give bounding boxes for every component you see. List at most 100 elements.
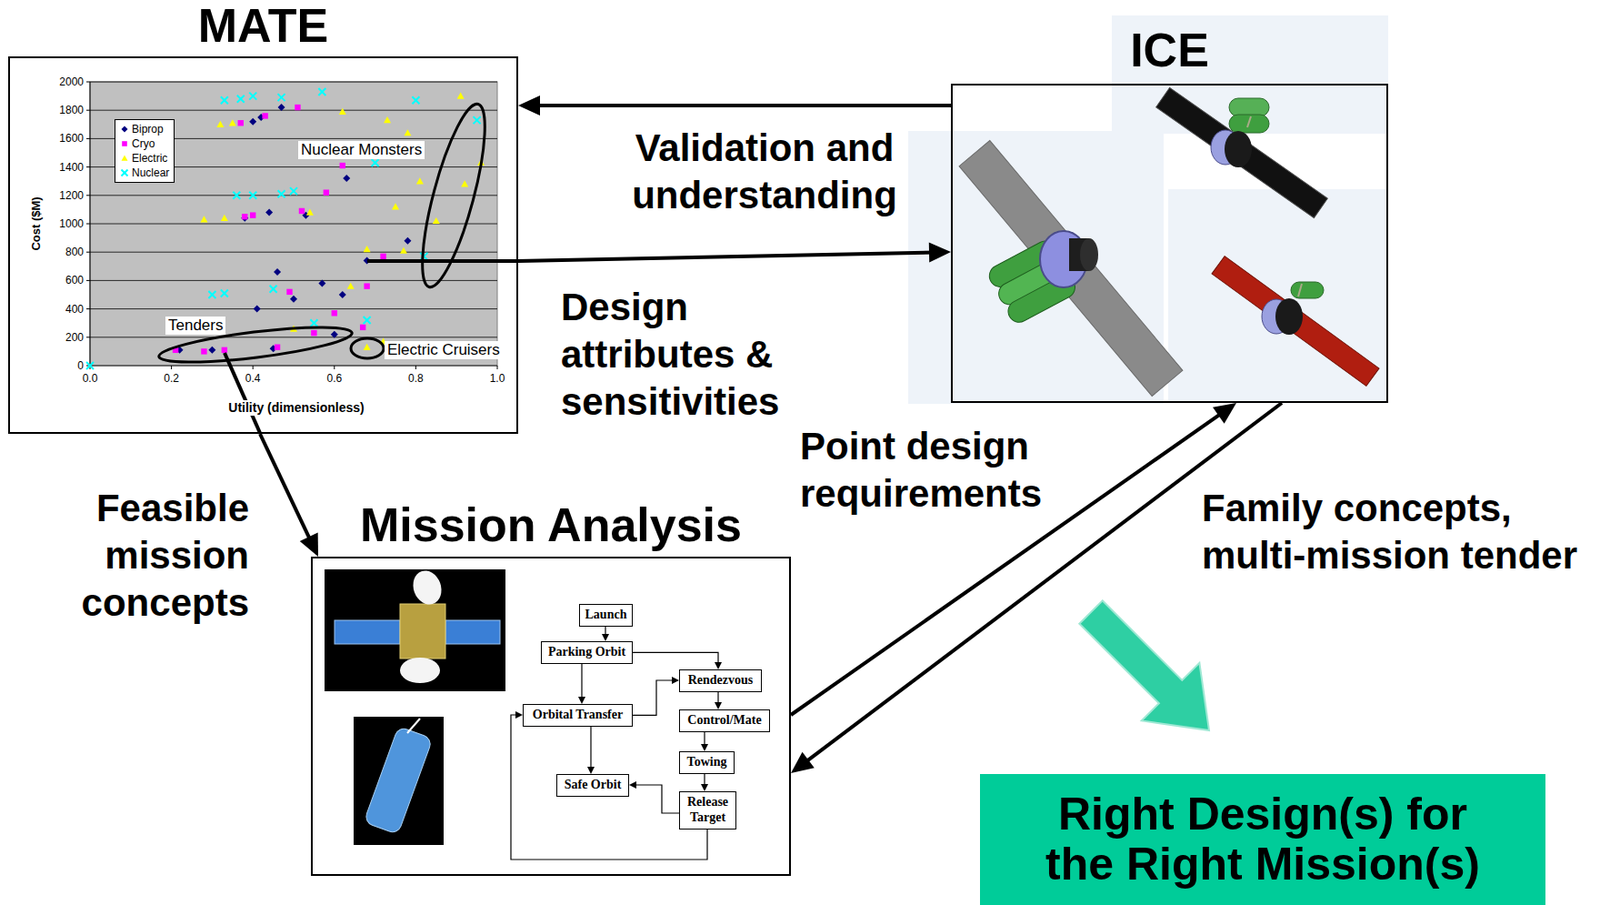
axis-ticks [86, 81, 498, 370]
data-marker [363, 316, 371, 324]
edge-label: Point design requirements [800, 422, 1055, 518]
data-marker [347, 282, 355, 290]
data-marker [294, 104, 300, 110]
arrow-head [714, 661, 722, 670]
data-marker [310, 319, 318, 327]
propellant-tank [1229, 114, 1270, 133]
data-marker [363, 343, 371, 350]
data-marker [278, 103, 286, 111]
data-marker [432, 217, 440, 224]
edge-label: Design attributes & sensitivities [560, 283, 798, 426]
legend-marker [120, 168, 130, 178]
data-marker [331, 310, 338, 316]
cluster-ellipse [350, 338, 384, 359]
data-marker [403, 129, 411, 136]
data-marker [363, 282, 370, 289]
legend-marker [120, 124, 130, 134]
data-marker [403, 237, 411, 245]
axis-tick-label: 1.0 [479, 371, 516, 385]
cluster-ellipse [410, 99, 498, 292]
leader-line [224, 352, 260, 433]
data-marker [342, 174, 350, 182]
spacecraft [1211, 256, 1380, 387]
axis-title: Cost ($M) [29, 187, 44, 260]
arrow-head [929, 242, 951, 263]
block-arrow [1079, 600, 1210, 730]
cost-utility-chart [86, 81, 518, 433]
photo-background [353, 716, 444, 845]
data-marker [371, 159, 380, 167]
data-marker [270, 285, 278, 293]
body-cylinder [1080, 238, 1099, 271]
legend-text: Biprop [131, 121, 164, 137]
edge-label: Family concepts, multi-mission tender [1201, 484, 1589, 580]
axis-tick-label: 600 [43, 273, 84, 287]
process-box: Orbital Transfer [522, 703, 633, 727]
edge-label: Validation and understanding [619, 124, 910, 220]
data-marker [121, 155, 129, 161]
process-box: Control/Mate [679, 709, 770, 732]
data-marker [278, 190, 286, 198]
data-marker [232, 191, 240, 200]
step-arrow [632, 651, 722, 670]
arrow-head [515, 710, 523, 719]
data-marker [249, 92, 257, 100]
connector-line [580, 663, 582, 700]
step-label: Rendezvous [688, 672, 754, 687]
data-marker [238, 120, 244, 126]
step-arrow [578, 663, 586, 704]
step-arrow [601, 626, 610, 641]
axis-tick-label: 2000 [43, 75, 84, 89]
data-marker [360, 324, 366, 330]
data-marker [200, 215, 208, 222]
panel-heading: ICE [898, 26, 1441, 74]
arrow-head [518, 95, 540, 116]
data-marker [261, 112, 268, 119]
step-label: Control/Mate [687, 712, 761, 727]
legend-row: Electric [120, 150, 170, 166]
legend-row: Nuclear [120, 165, 170, 180]
data-marker [339, 108, 347, 115]
data-marker [416, 177, 424, 184]
antenna [1298, 283, 1302, 297]
axis-tick-label: 1800 [43, 103, 84, 117]
satellite-body [400, 603, 446, 659]
connector-line [518, 251, 936, 261]
data-marker [363, 245, 371, 252]
cluster-label: Tenders [165, 316, 226, 335]
step-label: Towing [687, 754, 728, 769]
axis-tick-label: 1200 [43, 189, 84, 202]
antenna [1247, 116, 1251, 128]
ice-panel: ICE [950, 83, 1389, 403]
result-text: Right Design(s) for the Right Mission(s) [1016, 789, 1510, 890]
data-marker [383, 116, 391, 123]
data-marker [457, 92, 465, 100]
solar-panel [1156, 88, 1329, 219]
connector-line [790, 411, 1224, 715]
data-marker [411, 96, 420, 104]
arrow-head [601, 633, 610, 641]
legend-row: Biprop [120, 121, 170, 137]
legend-marker [120, 153, 130, 163]
result-box: Right Design(s) for the Right Mission(s) [980, 773, 1546, 905]
data-marker [391, 202, 400, 210]
leader-line [367, 259, 518, 263]
legend-row: Cryo [120, 136, 170, 151]
data-marker [340, 162, 346, 169]
propellant-tank [1290, 281, 1324, 299]
data-marker [473, 116, 481, 124]
data-marker [318, 88, 326, 96]
mission-analysis-panel: Mission AnalysisLaunchParking OrbitOrbit… [310, 556, 791, 876]
step-label: Safe Orbit [564, 777, 622, 791]
data-marker [380, 253, 386, 260]
process-box: Rendezvous [679, 669, 762, 692]
arrow-head [578, 696, 586, 704]
legend-text: Cryo [131, 136, 155, 151]
spacecraft [959, 140, 1183, 396]
data-marker [339, 290, 347, 299]
body-cylinder [1275, 298, 1303, 335]
process-box: Release Target [679, 790, 737, 830]
spacecraft [1156, 88, 1329, 219]
solar-panel [334, 620, 400, 644]
